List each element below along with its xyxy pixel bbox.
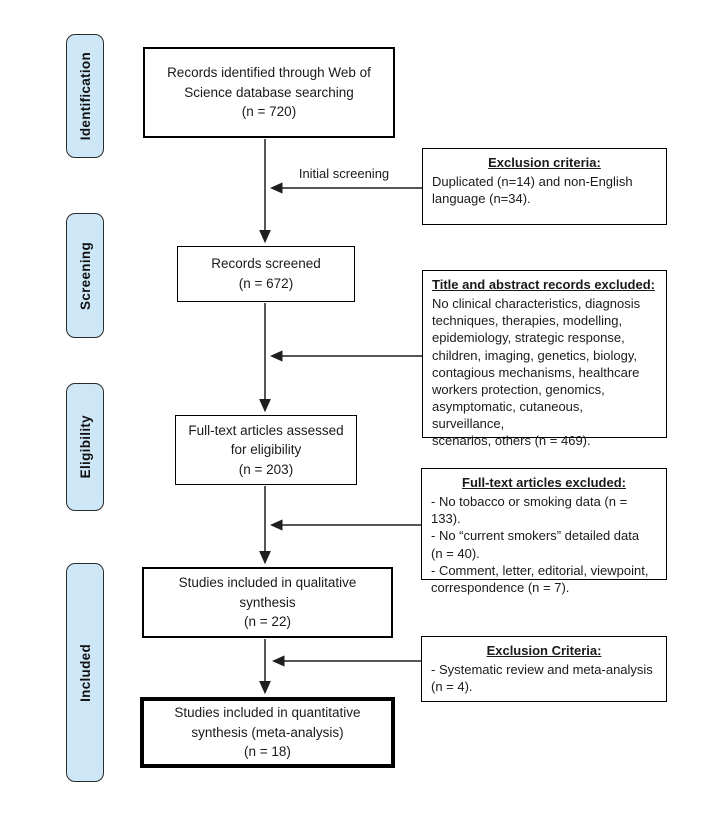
fulltext-excluded-body: - No tobacco or smoking data (n = 133). … [431, 494, 649, 595]
title-abstract-excluded-body: No clinical characteristics, diagnosis t… [432, 296, 641, 449]
box-qualitative-synthesis: Studies included in qualitative synthesi… [142, 567, 393, 638]
stage-identification-label: Identification [77, 51, 93, 141]
box-records-identified: Records identified through Web of Scienc… [143, 47, 395, 138]
final-exclusion-body: - Systematic review and meta-analysis (n… [431, 662, 653, 695]
box-title-abstract-excluded: Title and abstract records excluded: No … [422, 270, 667, 448]
box-final-exclusion-criteria: Exclusion Criteria: - Systematic review … [421, 636, 667, 702]
initial-exclusion-body: Duplicated (n=14) and non-English langua… [432, 174, 633, 207]
final-exclusion-title: Exclusion Criteria: [486, 643, 602, 658]
box-initial-exclusion-criteria: Exclusion criteria: Duplicated (n=14) an… [422, 148, 667, 225]
stage-screening: Screening [66, 213, 104, 338]
stage-included: Included [66, 563, 104, 782]
fulltext-excluded-title: Full-text articles excluded: [462, 475, 626, 490]
box-quantitative-synthesis: Studies included in quantitative synthes… [140, 697, 395, 768]
stage-eligibility-label: Eligibility [77, 415, 93, 479]
box-fulltext-assessed: Full-text articles assessed for eligibil… [175, 415, 357, 485]
initial-screening-label: Initial screening [298, 166, 390, 181]
box-fulltext-excluded: Full-text articles excluded: - No tobacc… [421, 468, 667, 595]
title-abstract-excluded-title: Title and abstract records excluded: [432, 277, 655, 292]
stage-screening-label: Screening [77, 241, 93, 310]
stage-eligibility: Eligibility [66, 383, 104, 511]
box-records-screened: Records screened (n = 672) [177, 246, 355, 302]
initial-exclusion-title: Exclusion criteria: [488, 155, 601, 170]
stage-included-label: Included [77, 643, 93, 702]
stage-identification: Identification [66, 34, 104, 158]
